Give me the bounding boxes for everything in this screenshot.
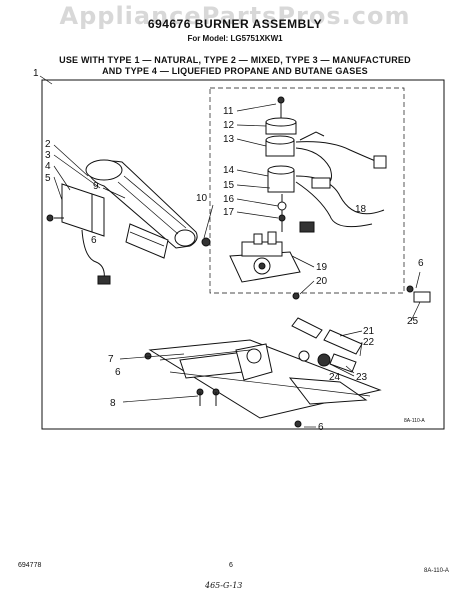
gas-pipe-fittings	[291, 292, 363, 373]
callout-6-lower-left: 6	[115, 367, 121, 378]
mounting-base	[148, 339, 382, 419]
callout-20: 20	[316, 276, 328, 287]
callout-24: 24	[329, 372, 341, 383]
callout-6-bottom: 6	[318, 422, 324, 433]
callout-11: 11	[223, 106, 234, 117]
callout-14: 14	[223, 165, 235, 176]
callout-22: 22	[363, 337, 375, 348]
callout-13: 13	[223, 134, 235, 145]
gas-valve-body	[229, 231, 301, 283]
callout-23: 23	[356, 372, 368, 383]
igniter-lead	[81, 229, 111, 285]
footer-code: 8A-110-A	[424, 568, 449, 574]
callout-9: 9	[93, 181, 99, 192]
callout-16: 16	[223, 194, 235, 205]
callout-6-left: 6	[91, 235, 97, 246]
model-label: For Model: LG5751XKW1	[187, 34, 283, 43]
assembly-outline	[41, 79, 445, 430]
footer-page-number: 6	[229, 562, 233, 569]
callout-2: 2	[45, 139, 51, 150]
burner-bracket	[46, 183, 105, 237]
callout-19: 19	[316, 262, 328, 273]
callout-5: 5	[45, 173, 51, 184]
callout-3: 3	[45, 150, 51, 161]
callout-10: 10	[196, 193, 208, 204]
heat-shield-plate	[125, 223, 169, 259]
flame-sensor	[201, 237, 211, 247]
callout-1: 1	[33, 68, 39, 79]
callout-17: 17	[223, 207, 235, 218]
wiring-harness	[295, 131, 387, 233]
diagram-code: 8A-110-A	[404, 418, 425, 424]
gas-type-note-line2: AND TYPE 4 — LIQUEFIED PROPANE AND BUTAN…	[102, 66, 368, 76]
watermark: AppliancePartsPros.com	[59, 2, 411, 30]
burner-tube	[85, 159, 198, 249]
footer-handwritten-note: 465-G-13	[205, 581, 243, 590]
valve-group-outline	[209, 87, 405, 294]
callout-4: 4	[45, 161, 51, 172]
gas-type-note-line1: USE WITH TYPE 1 — NATURAL, TYPE 2 — MIXE…	[59, 55, 411, 65]
callout-8: 8	[110, 398, 116, 409]
footer-part-number: 694778	[18, 562, 42, 569]
callout-12: 12	[223, 120, 235, 131]
callout-25: 25	[407, 316, 419, 327]
callout-15: 15	[223, 180, 235, 191]
callout-18: 18	[355, 204, 367, 215]
leader-lines	[39, 75, 421, 428]
screws	[144, 285, 431, 428]
callout-21: 21	[363, 326, 375, 337]
callout-7: 7	[108, 354, 114, 365]
diagram-title: 694676 BURNER ASSEMBLY	[147, 17, 323, 31]
valve-coils	[265, 96, 297, 232]
callout-6-right: 6	[418, 258, 424, 269]
